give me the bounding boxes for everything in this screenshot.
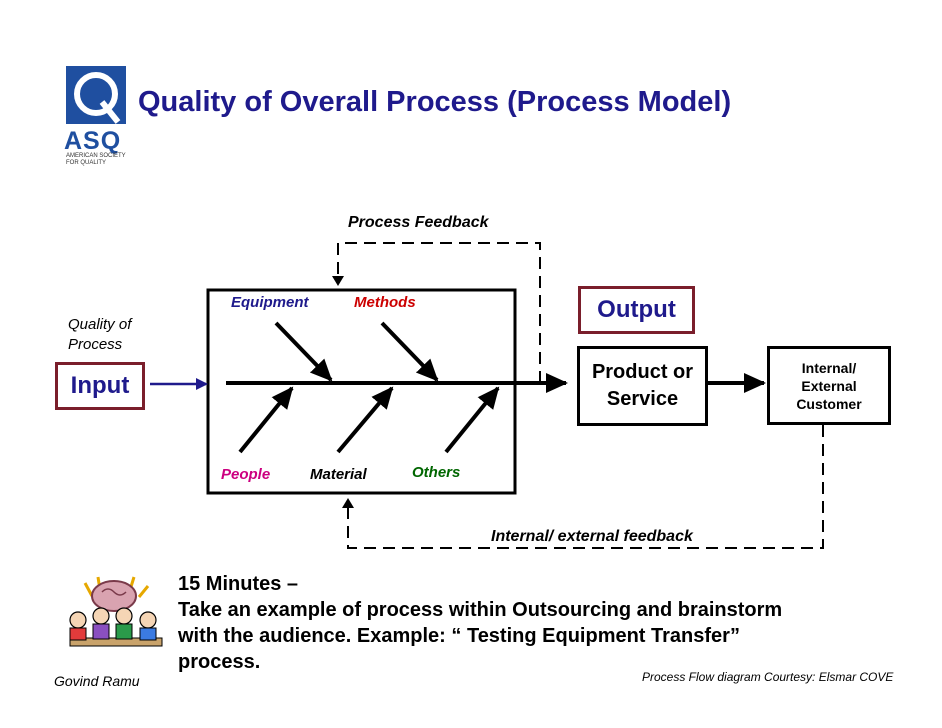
cause-methods: Methods [354,294,416,311]
product-line1: Product or [591,361,694,383]
asq-logo-line1: AMERICAN SOCIETY [66,153,126,159]
people-arrow [238,386,294,454]
external-feedback-loop [347,425,824,549]
brainstorm-clipart [69,576,163,647]
equipment-arrow [274,321,333,382]
cause-equipment: Equipment [231,294,309,311]
activity-line1: 15 Minutes – [178,573,299,595]
output-label: Output [597,296,676,323]
process-box [206,288,517,495]
activity-line2: Take an example of process within Outsou… [178,599,783,621]
activity-line4: process. [178,651,261,673]
input-label: Input [70,372,130,399]
asq-logo-brand: ASQ [64,127,122,155]
methods-arrow [380,321,439,382]
page-title: Quality of Overall Process (Process Mode… [138,86,732,118]
input-box: Input [55,362,145,410]
material-arrow [336,386,394,454]
author-footer: Govind Ramu [54,673,140,689]
quality-of-process-label: Quality of Process [68,316,132,353]
asq-logo-line2: FOR QUALITY [66,160,107,166]
others-arrow [444,386,500,454]
customer-line1: Internal/ [801,359,857,376]
process-feedback-arrowhead [332,276,344,286]
cause-others: Others [412,464,461,481]
product-line2: Service [606,388,679,410]
external-feedback-label: Internal/ external feedback [491,528,693,545]
customer-line3: Customer [796,395,862,412]
output-box: Output [578,286,695,334]
product-service-box: Product or Service [577,346,708,426]
external-feedback-arrowhead [342,498,354,508]
customer-line2: External [801,377,857,394]
activity-note: 15 Minutes – Take an example of process … [178,571,782,675]
asq-logo-ring [74,72,118,116]
asq-logo [66,66,126,124]
process-feedback-label: Process Feedback [348,214,489,231]
courtesy-footer: Process Flow diagram Courtesy: Elsmar CO… [642,670,894,684]
cause-people: People [221,466,271,483]
activity-line3: with the audience. Example: “ Testing Eq… [178,625,740,647]
asq-logo-tagline: AMERICAN SOCIETY FOR QUALITY [66,153,126,167]
asq-logo-tail [99,100,121,124]
customer-box: Internal/ External Customer [767,346,891,425]
cause-material: Material [310,466,367,483]
process-feedback-loop [337,242,541,383]
